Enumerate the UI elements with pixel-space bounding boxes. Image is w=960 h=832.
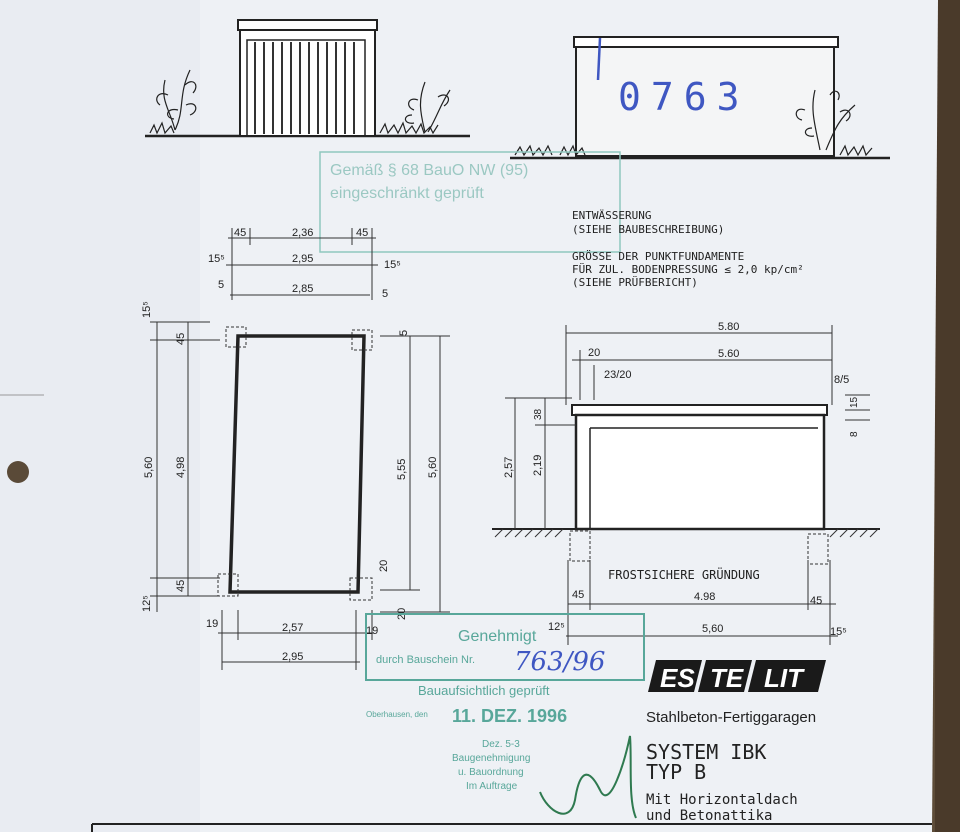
logo-part-es: ES: [660, 663, 695, 693]
section-dim-20: 20: [588, 347, 600, 359]
section-dim-8-5: 8/5: [834, 374, 849, 386]
dim-left-45-top: 45: [175, 333, 187, 345]
roof-description: Mit Horizontaldach: [646, 792, 798, 808]
approval-stamp: Genehmigt durch Bauschein Nr. 763/96 Bau…: [365, 613, 645, 819]
section-dim-15: 15: [849, 396, 860, 408]
brand-subtitle: Stahlbeton-Fertiggaragen: [646, 709, 816, 726]
note-frost: FROSTSICHERE GRÜNDUNG: [608, 566, 760, 582]
stamp-top-line1: Gemäß § 68 BauO NW (95): [330, 162, 528, 179]
permit-number: 763/96: [514, 647, 605, 677]
section-dim-498: 4.98: [694, 591, 715, 603]
section-dim-560: 5.60: [718, 348, 739, 360]
dim-row3-5-right: 5: [382, 288, 388, 300]
approval-line: durch Bauschein Nr.: [376, 654, 475, 666]
dim-bottom-295: 2,95: [282, 651, 303, 663]
note-foundation-3: (SIEHE PRÜFBERICHT): [572, 276, 698, 289]
note-drainage: ENTWÄSSERUNG: [572, 209, 651, 222]
section-dim-38: 38: [533, 408, 544, 420]
section-dim-23-20: 23/20: [604, 369, 632, 381]
stamp-top-line2: eingeschränkt geprüft: [330, 185, 484, 202]
section-dim-45-left: 45: [572, 589, 584, 601]
notes-block: ENTWÄSSERUNG (SIEHE BAUBESCHREIBUNG) GRÖ…: [572, 209, 804, 289]
attic-description: und Betonattika: [646, 808, 772, 824]
dim-bottom-257: 2,57: [282, 622, 303, 634]
dim-left-12: 12⁵: [141, 595, 153, 612]
section-drawing: 5.80 20 5.60 23/20 8/5 15 8 2,57 38 2,19…: [492, 321, 880, 645]
section-dim-12: 12⁵: [548, 621, 565, 633]
dim-left-45-bottom: 45: [175, 580, 187, 592]
front-elevation-illustration: [145, 19, 470, 138]
note-foundation-2: FÜR ZUL. BODENPRESSUNG ≤ 2,0 kp/cm²: [572, 263, 804, 276]
dim-top-236: 2,36: [292, 227, 313, 239]
dim-right-555: 5,55: [396, 459, 408, 480]
section-dim-580: 5.80: [718, 321, 739, 333]
dim-left-498: 4,98: [175, 457, 187, 478]
logo-part-te: TE: [710, 663, 744, 693]
note-foundation-1: GRÖSSE DER PUNKTFUNDAMENTE: [572, 250, 744, 263]
dim-row2-15-left: 15⁵: [208, 253, 225, 265]
approval-dept2: Baugenehmigung: [452, 753, 530, 764]
logo-part-lit: LIT: [764, 663, 805, 693]
dim-right-560: 5,60: [427, 457, 439, 478]
section-dim-45-right: 45: [810, 595, 822, 607]
approval-date: 11. DEZ. 1996: [452, 706, 567, 726]
side-elevation-illustration: 0763: [510, 36, 890, 160]
dim-right-5: 5: [398, 330, 410, 336]
approval-dept3: u. Bauordnung: [458, 767, 524, 778]
approval-dept4: Im Auftrage: [466, 781, 518, 792]
dim-right-20a: 20: [378, 560, 390, 572]
dim-row3-285: 2,85: [292, 283, 313, 295]
estelit-logo: ES TE LIT: [648, 660, 826, 693]
system-name: SYSTEM IBK: [646, 740, 766, 764]
signature: [539, 735, 637, 819]
floor-plan: 45 2,36 45 15⁵ 2,95 15⁵ 5 2,85 5 15⁵ 45 …: [141, 227, 450, 670]
approval-dept1: Dez. 5-3: [482, 739, 520, 750]
dim-left-560: 5,60: [143, 457, 155, 478]
dim-top-45-left: 45: [234, 227, 246, 239]
punch-hole: [7, 461, 29, 483]
section-dim-15-bottom: 15⁵: [830, 626, 847, 638]
section-dim-219: 2,19: [532, 455, 544, 476]
note-drainage-ref: (SIEHE BAUBESCHREIBUNG): [572, 223, 724, 236]
dim-top-45-right: 45: [356, 227, 368, 239]
dim-row3-5-left: 5: [218, 279, 224, 291]
dim-bottom-19-right: 19: [366, 625, 378, 637]
approval-sub: Bauaufsichtlich geprüft: [418, 683, 550, 698]
section-dim-560-bottom: 5,60: [702, 623, 723, 635]
approval-title: Genehmigt: [458, 628, 537, 645]
dim-row2-15-right: 15⁵: [384, 259, 401, 271]
section-dim-257: 2,57: [503, 457, 515, 478]
building-code-stamp: Gemäß § 68 BauO NW (95) eingeschränkt ge…: [319, 151, 621, 253]
system-type: TYP B: [646, 760, 706, 784]
dim-left-15: 15⁵: [141, 301, 153, 318]
title-block: ES TE LIT Stahlbeton-Fertiggaragen SYSTE…: [646, 660, 826, 824]
dim-row2-295: 2,95: [292, 253, 313, 265]
approval-city: Oberhausen, den: [366, 710, 428, 719]
dim-bottom-19-left: 19: [206, 618, 218, 630]
document-number: 0763: [618, 75, 750, 119]
section-dim-8: 8: [849, 431, 860, 437]
